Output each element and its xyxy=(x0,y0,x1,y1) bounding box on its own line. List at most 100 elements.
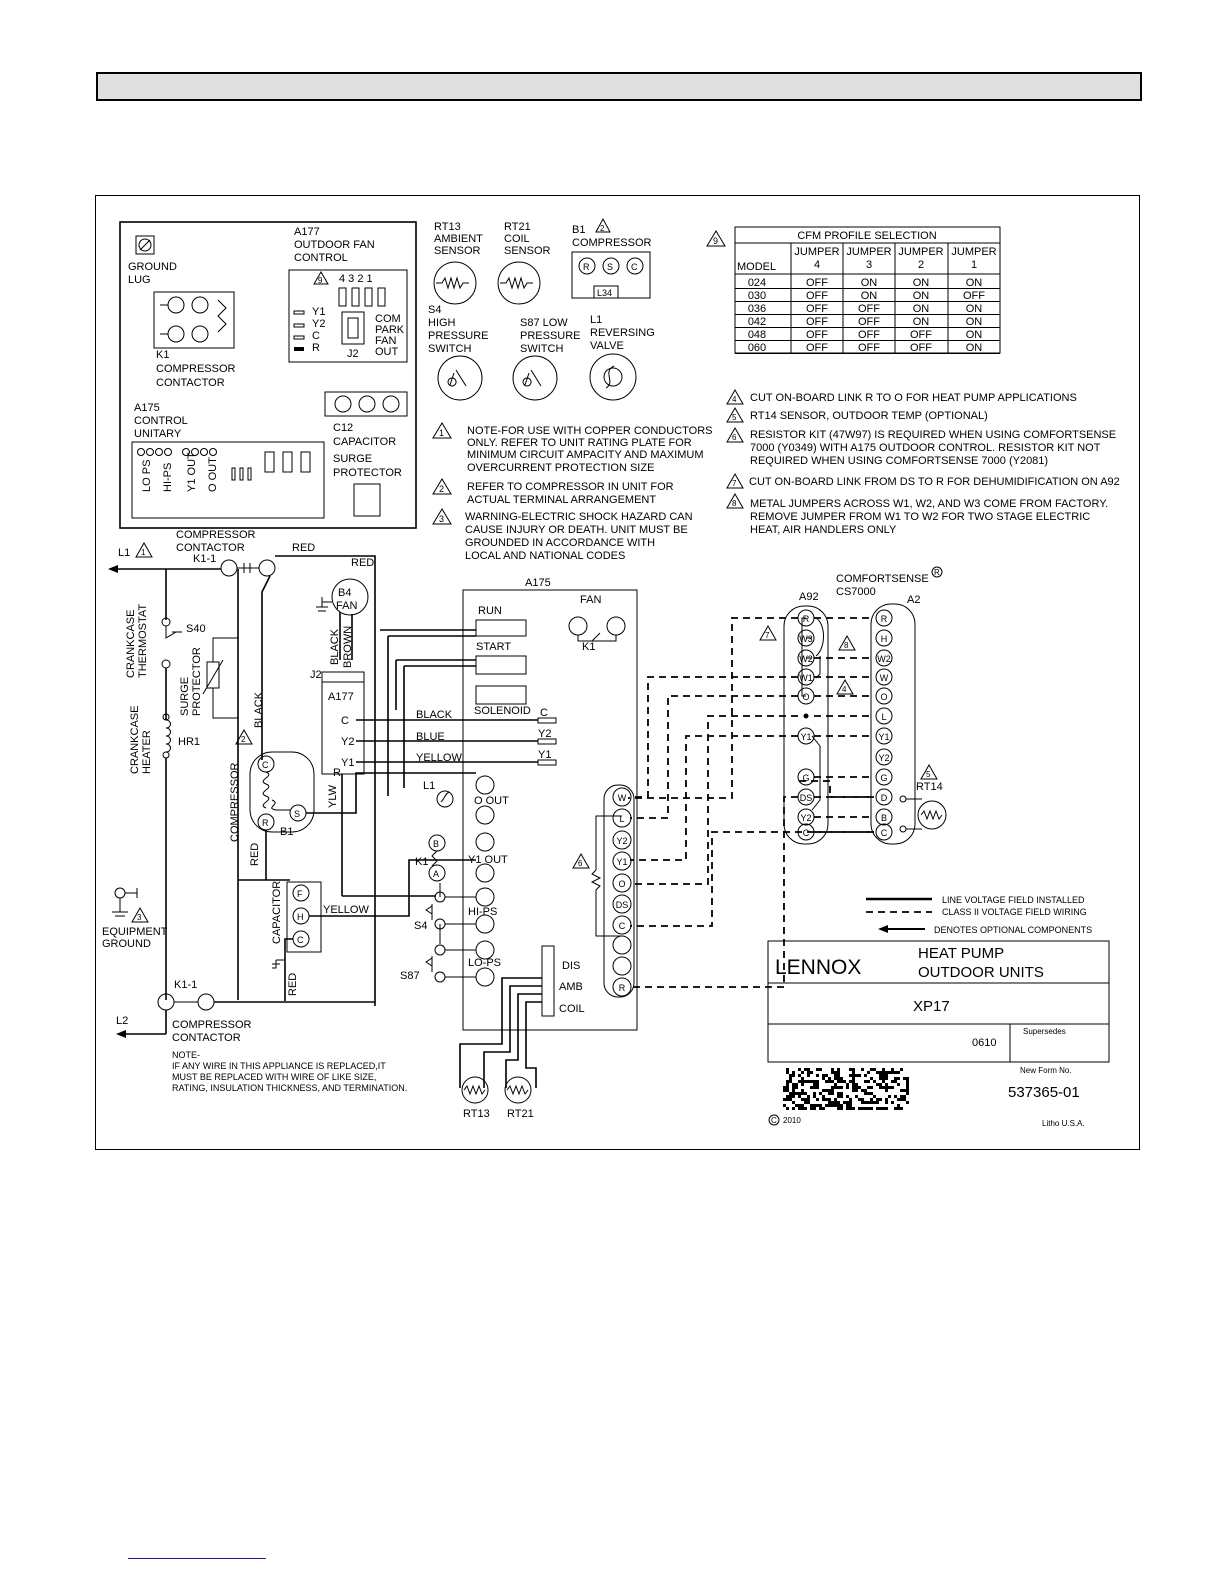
l1-title: L1 xyxy=(590,314,602,326)
a177-label-2: OUTDOOR FAN xyxy=(294,239,375,251)
cfm-col-header: JUMPER xyxy=(898,246,943,258)
cap-terminal-f: F xyxy=(297,889,303,899)
board-terminal xyxy=(612,873,632,893)
black-wire-label: BLACK xyxy=(329,628,341,665)
b1-label: B1 xyxy=(280,826,293,838)
sensor-row: RT13 AMBIENT SENSOR RT21 COIL SENSOR B1 … xyxy=(428,217,655,401)
c12-label: C12 xyxy=(333,422,353,434)
cfm-cell: ON xyxy=(966,329,983,341)
a177-input-y1: Y1 xyxy=(312,306,325,318)
a177-output-out: OUT xyxy=(375,346,399,358)
red-wire-label-3: RED xyxy=(249,843,261,866)
a2-terminal-label: R xyxy=(881,614,888,624)
s87-title: S87 LOW xyxy=(520,317,568,329)
a177-input-r: R xyxy=(312,342,320,354)
rt21-title-3: SENSOR xyxy=(504,245,551,257)
legend-solid-label: LINE VOLTAGE FIELD INSTALLED xyxy=(942,895,1085,905)
rt13-thermistor-icon xyxy=(433,261,477,305)
l1-reversing-valve-icon xyxy=(589,353,637,401)
surge-label-2: PROTECTOR xyxy=(333,467,402,479)
cfm-cell: ON xyxy=(966,342,983,354)
board-amb: AMB xyxy=(559,981,583,993)
note-1-triangle-icon-b xyxy=(135,541,153,558)
a2-terminal-label: L xyxy=(881,712,886,722)
board-side-l1: L1 xyxy=(423,780,435,792)
a92-terminal-label: R xyxy=(803,614,810,624)
l2-label: L2 xyxy=(116,1015,128,1027)
notes-right: 4 CUT ON-BOARD LINK R TO O FOR HEAT PUMP… xyxy=(726,388,1120,536)
a177-input-y2: Y2 xyxy=(312,318,325,330)
note-8-line-3: HEAT, AIR HANDLERS ONLY xyxy=(750,524,897,536)
b1-terminal-c: C xyxy=(631,262,638,272)
note-8-triangle-icon-b xyxy=(838,634,856,651)
svg-text:9: 9 xyxy=(318,276,323,285)
cfm-cell: OFF xyxy=(806,316,828,328)
svg-text:C: C xyxy=(771,1116,777,1125)
a2-terminal-label: G xyxy=(880,773,887,783)
a2-terminal-label: O xyxy=(880,692,887,702)
a177-label-3: CONTROL xyxy=(294,252,348,264)
cfm-col-number: 2 xyxy=(918,259,924,271)
board-k1: K1 xyxy=(582,641,595,653)
cfm-cell: ON xyxy=(861,277,878,289)
surge-protector-symbol xyxy=(353,483,381,517)
svg-text:1: 1 xyxy=(439,428,444,438)
note-6-line-3: REQUIRED WHEN USING COMFORTSENSE 7000 (Y… xyxy=(750,455,1048,467)
cfm-cell: ON xyxy=(913,277,930,289)
a92-terminal-label: W1 xyxy=(799,673,813,683)
a175-label-2: CONTROL xyxy=(134,415,188,427)
svg-text:7: 7 xyxy=(732,479,737,488)
s87-title-3: SWITCH xyxy=(520,343,563,355)
cfm-col-number: 4 xyxy=(814,259,820,271)
red-wire-label: RED xyxy=(292,542,315,554)
note-2-triangle-icon xyxy=(595,217,611,233)
sensor-connector xyxy=(541,945,555,1017)
svg-text:8: 8 xyxy=(732,499,737,508)
a177-block-y2: Y2 xyxy=(341,736,354,748)
s40-switch-icon xyxy=(165,626,182,639)
a2-terminal xyxy=(875,629,893,647)
cfm-col-header: JUMPER xyxy=(846,246,891,258)
a175-label: A175 xyxy=(134,402,160,414)
cfm-cell: OFF xyxy=(963,290,985,302)
title-form-no: 537365-01 xyxy=(1008,1084,1080,1101)
a92-terminal-label: G xyxy=(802,773,809,783)
y2-terminal-label: Y2 xyxy=(538,728,551,740)
cfm-cell: ON xyxy=(913,303,930,315)
legend: LINE VOLTAGE FIELD INSTALLED CLASS II VO… xyxy=(866,895,1092,935)
a92-terminal-label: W3 xyxy=(799,634,813,644)
board-terminal xyxy=(612,830,632,850)
note-3-line-4: LOCAL AND NATIONAL CODES xyxy=(465,550,625,562)
cfm-cell: OFF xyxy=(858,342,880,354)
note-6-line-1: RESISTOR KIT (47W97) IS REQUIRED WHEN US… xyxy=(750,429,1116,441)
contactor-bottom-label: K1-1 xyxy=(174,979,197,991)
board-lo-ps: LO-PS xyxy=(468,957,501,969)
notes-left: 1 NOTE-FOR USE WITH COPPER CONDUCTORS ON… xyxy=(432,422,712,562)
a2-terminal xyxy=(875,649,893,667)
a175-label-3: UNITARY xyxy=(134,428,182,440)
svg-text:R: R xyxy=(262,818,269,828)
a175-board-title: A175 xyxy=(525,577,551,589)
a177-block-title: A177 xyxy=(328,691,354,703)
a177-output-fan: FAN xyxy=(375,335,396,347)
contactor-bottom-label-3: CONTACTOR xyxy=(172,1032,241,1044)
note-2-line-1: REFER TO COMPRESSOR IN UNIT FOR xyxy=(467,481,674,493)
title-copyright: 2010 xyxy=(783,1116,801,1125)
a2-terminal xyxy=(875,707,893,725)
a2-label: A2 xyxy=(907,594,920,606)
board-fan: FAN xyxy=(580,594,601,606)
note-6-triangle-icon xyxy=(726,426,744,443)
cfm-cell: ON xyxy=(966,277,983,289)
a2-terminal-label: W xyxy=(880,673,889,683)
title-brand: LENNOX xyxy=(775,956,861,979)
l2-arrow-icon xyxy=(116,1030,126,1038)
hr1-heater-icon xyxy=(165,719,171,753)
legend-arrow-icon xyxy=(878,925,888,933)
rt21-bottom-icon xyxy=(504,1076,532,1104)
crankcase-heater-label-2: HEATER xyxy=(141,730,153,774)
c12-capacitor-symbol xyxy=(324,391,408,417)
note-5-line-1: RT14 SENSOR, OUTDOOR TEMP (OPTIONAL) xyxy=(750,410,988,422)
board-terminal xyxy=(612,894,632,914)
svg-text:7: 7 xyxy=(765,631,770,640)
c-terminal-label: C xyxy=(540,707,548,719)
